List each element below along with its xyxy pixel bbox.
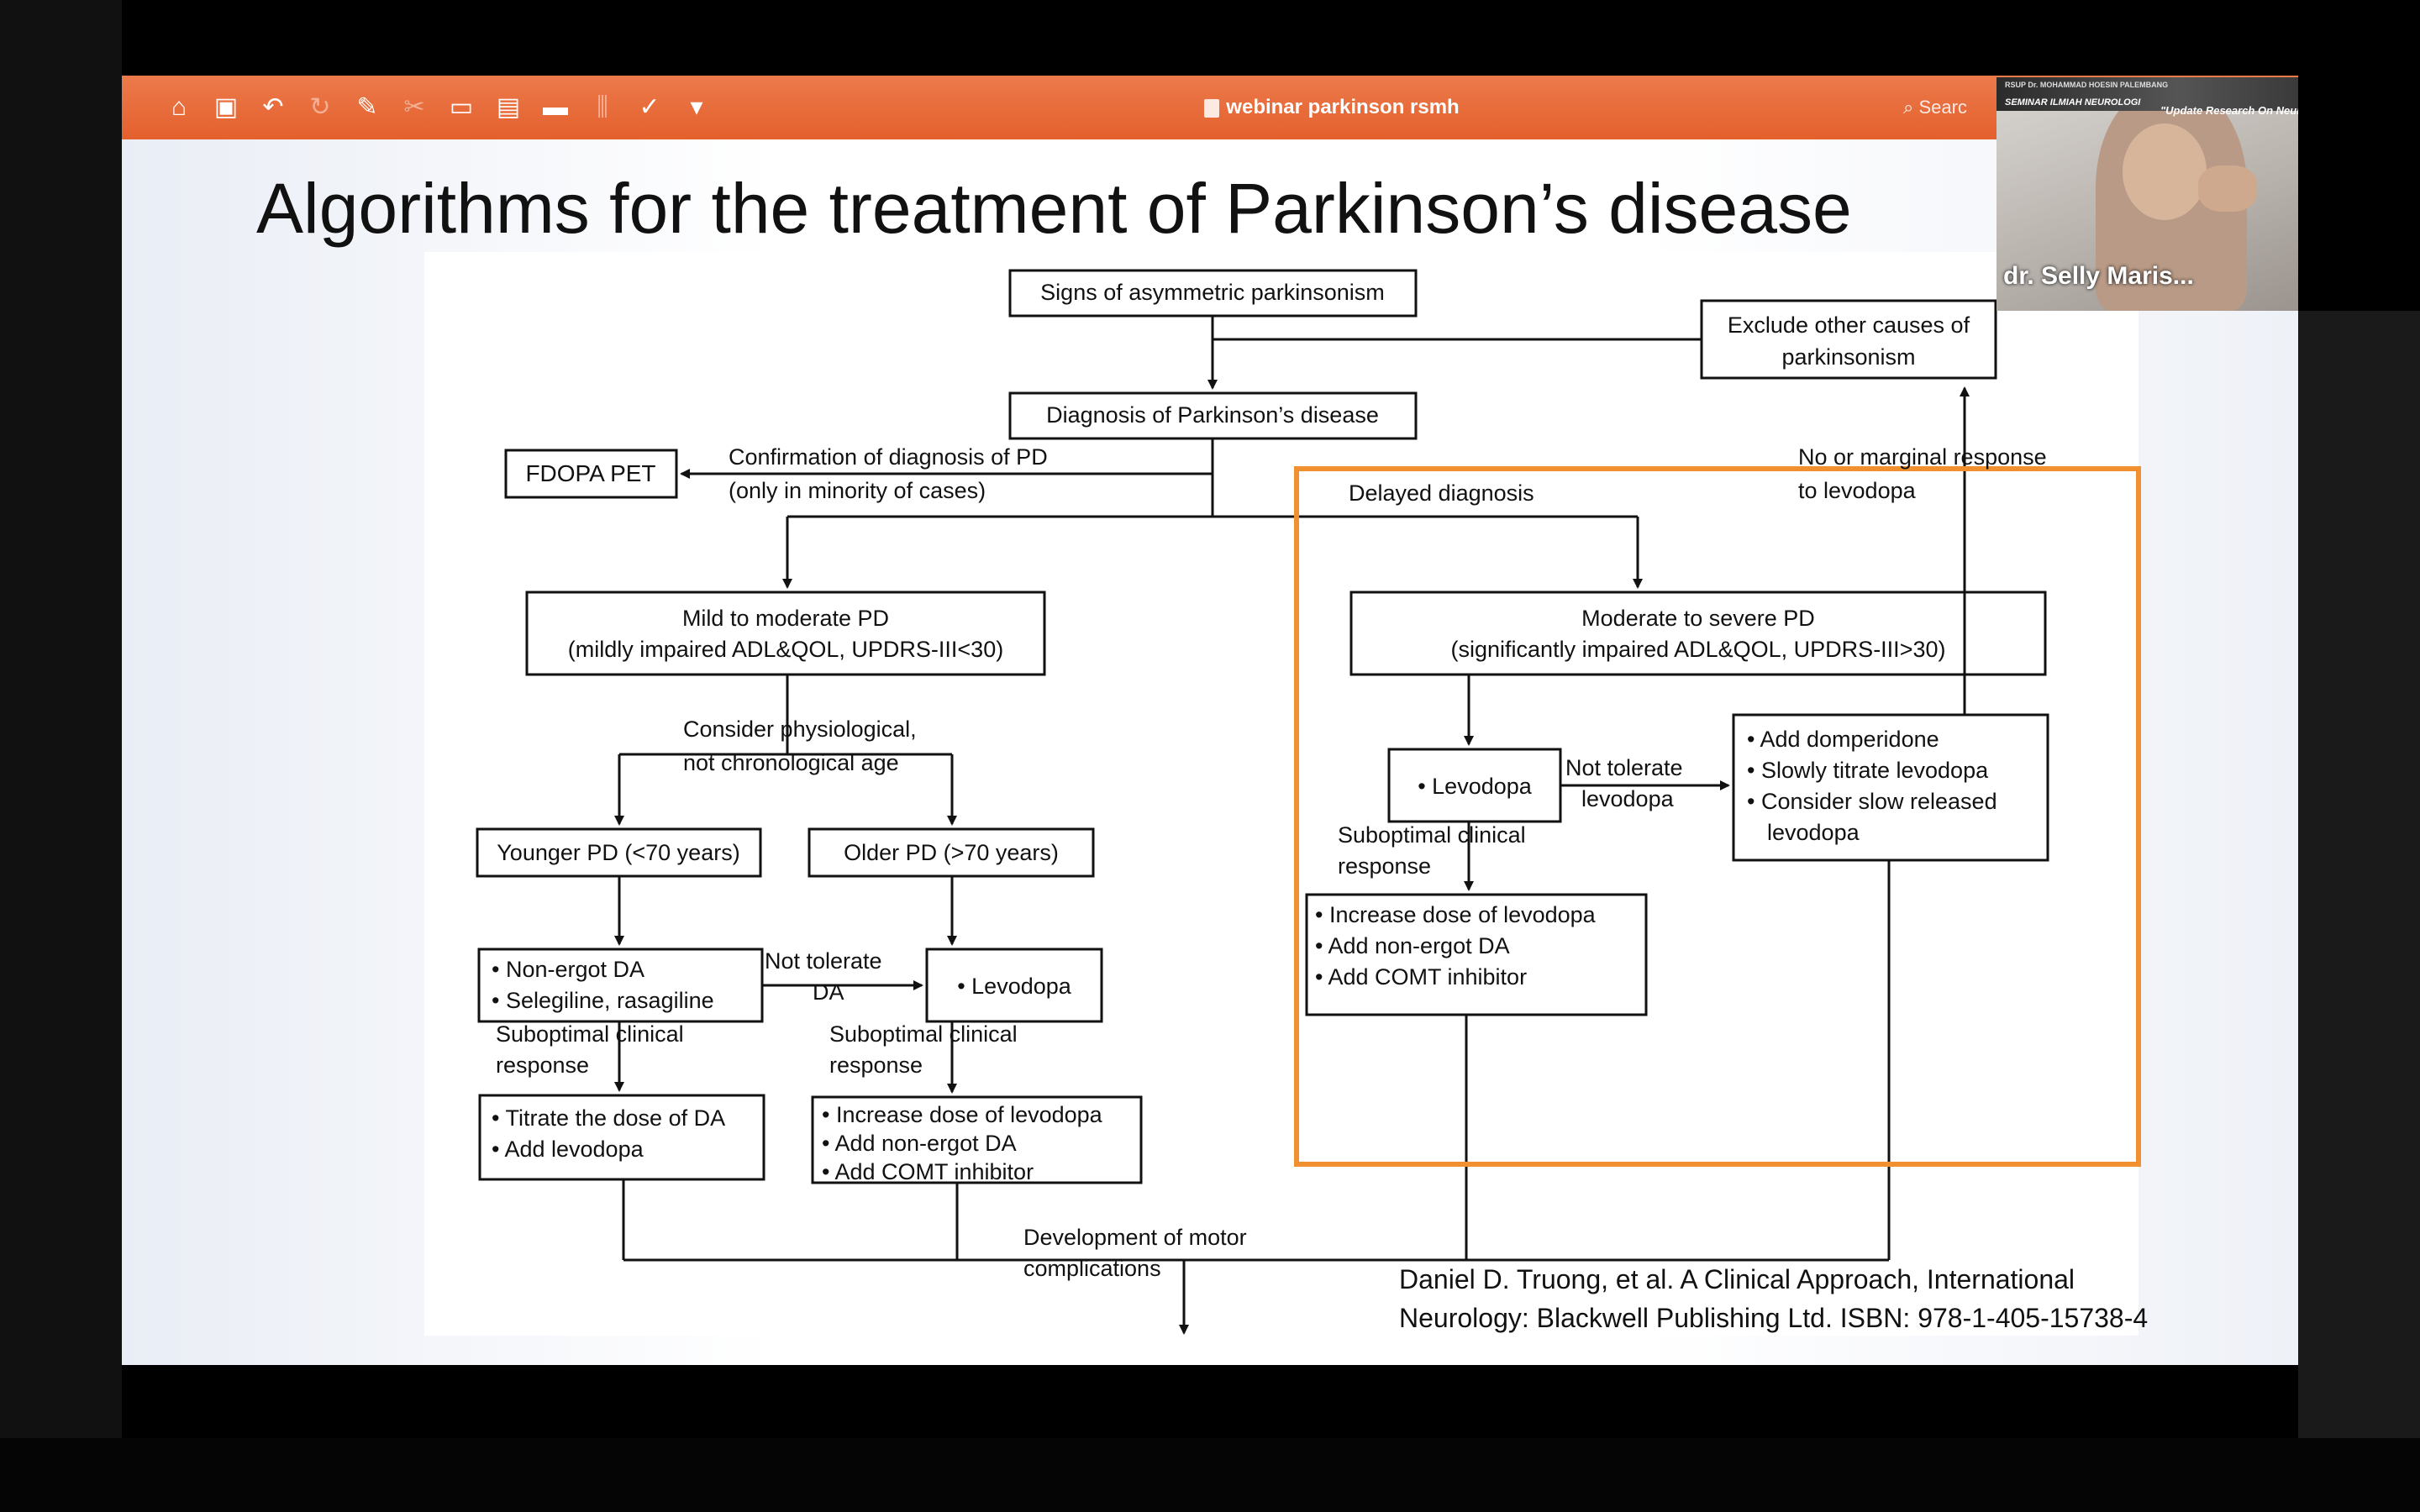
- cut-icon[interactable]: ✂: [403, 93, 425, 121]
- save-icon[interactable]: ▣: [213, 93, 239, 121]
- text-suboptimal-mid-1: Suboptimal clinical: [829, 1021, 1018, 1047]
- search-field[interactable]: ⌕ Searc: [1903, 97, 1967, 118]
- text-increase-right-3: • Add COMT inhibitor: [1315, 964, 1527, 990]
- text-consider-1: Consider physiological,: [683, 717, 917, 742]
- banner-line-1: RSUP Dr. MOHAMMAD HOESIN PALEMBANG: [2005, 81, 2169, 89]
- text-increase-left-2: • Add non-ergot DA: [822, 1131, 1017, 1156]
- shared-presentation-window: ⌂ ▣ ↶ ↻ ✎ ✂ ▭ ▤ ▬ ⫼ ✓ ▾ webinar parkinso…: [122, 76, 2298, 1365]
- box-mild: [525, 591, 1046, 676]
- text-suboptimal-left-1: Suboptimal clinical: [496, 1021, 684, 1047]
- zoom-watermark: zoom: [2070, 1326, 2298, 1365]
- document-title: webinar parkinson rsmh: [1080, 76, 1584, 139]
- text-not-tolerate-levo-1: Not tolerate: [1565, 755, 1683, 780]
- document-title-text: webinar parkinson rsmh: [1226, 96, 1460, 118]
- text-development-2: complications: [1023, 1256, 1161, 1281]
- text-suboptimal-right-1: Suboptimal clinical: [1338, 822, 1526, 848]
- edit-icon[interactable]: ✎: [356, 93, 378, 121]
- comment-icon[interactable]: ▬: [543, 93, 568, 121]
- box-levodopa-left: [925, 948, 1103, 1023]
- text-increase-left-3: • Add COMT inhibitor: [822, 1159, 1034, 1184]
- participant-name-label: dr. Selly Maris...: [2003, 262, 2194, 290]
- text-levodopa-left: • Levodopa: [957, 974, 1072, 999]
- text-confirmation-2: (only in minority of cases): [729, 478, 986, 503]
- text-increase-left-1: • Increase dose of levodopa: [822, 1102, 1103, 1127]
- box-levodopa-right: [1387, 748, 1562, 823]
- participant-video-tile[interactable]: RSUP Dr. MOHAMMAD HOESIN PALEMBANG SEMIN…: [1996, 77, 2298, 311]
- bottom-black-bar: [0, 1438, 2420, 1512]
- new-page-icon[interactable]: ▭: [449, 93, 474, 121]
- columns-icon[interactable]: ⫼: [597, 93, 608, 121]
- text-not-tolerate-da-2: DA: [813, 979, 844, 1005]
- box-exclude: [1700, 299, 1997, 380]
- text-levodopa-right: • Levodopa: [1418, 774, 1533, 799]
- text-nonergot-1: • Non-ergot DA: [492, 957, 644, 982]
- box-increase-right: [1305, 893, 1648, 1016]
- text-fdopa: FDOPA PET: [525, 460, 655, 486]
- left-black-margin: [0, 0, 122, 1512]
- virtual-background-banner: RSUP Dr. MOHAMMAD HOESIN PALEMBANG SEMIN…: [1996, 77, 2298, 111]
- text-suboptimal-left-2: response: [496, 1053, 589, 1078]
- text-domperidone-1: • Add domperidone: [1747, 727, 1939, 752]
- text-domperidone-2: • Slowly titrate levodopa: [1747, 758, 1989, 783]
- text-suboptimal-right-2: response: [1338, 853, 1431, 879]
- text-signs: Signs of asymmetric parkinsonism: [1040, 280, 1385, 305]
- box-younger: [476, 827, 762, 878]
- more-icon[interactable]: ▾: [690, 93, 703, 121]
- text-older: Older PD (>70 years): [844, 840, 1059, 865]
- banner-line-2: SEMINAR ILMIAH NEUROLOGI: [2005, 97, 2141, 108]
- text-development-1: Development of motor: [1023, 1225, 1247, 1250]
- box-diagnosis: [1008, 391, 1418, 440]
- box-moderate: [1349, 591, 2047, 676]
- text-suboptimal-mid-2: response: [829, 1053, 923, 1078]
- text-domperidone-4: levodopa: [1767, 820, 1860, 845]
- box-fdopa: [504, 449, 678, 499]
- search-placeholder: Searc: [1918, 97, 1967, 118]
- citation: Daniel D. Truong, et al. A Clinical Appr…: [1399, 1260, 2148, 1337]
- box-increase-left: [811, 1095, 1143, 1184]
- person-hand: [2198, 165, 2257, 212]
- slideshow-icon[interactable]: ▤: [496, 93, 521, 121]
- text-exclude-2: parkinsonism: [1781, 344, 1915, 370]
- text-no-response-1: No or marginal response: [1798, 444, 2047, 470]
- right-dark-margin: [2298, 311, 2420, 1512]
- home-icon[interactable]: ⌂: [171, 93, 187, 121]
- text-titrate-1: • Titrate the dose of DA: [492, 1105, 725, 1131]
- citation-line-2: Neurology: Blackwell Publishing Ltd. ISB…: [1399, 1303, 2149, 1333]
- text-increase-right-1: • Increase dose of levodopa: [1315, 902, 1597, 927]
- file-icon: [1204, 98, 1220, 118]
- text-diagnosis: Diagnosis of Parkinson’s disease: [1046, 402, 1379, 428]
- orange-highlight-frame: [1294, 466, 2141, 1167]
- text-moderate-2: (significantly impaired ADL&QOL, UPDRS-I…: [1451, 637, 1946, 662]
- slide-title: Algorithms for the treatment of Parkinso…: [256, 169, 1852, 248]
- text-increase-right-2: • Add non-ergot DA: [1315, 933, 1510, 958]
- text-titrate-2: • Add levodopa: [492, 1137, 644, 1162]
- text-nonergot-2: • Selegiline, rasagiline: [492, 988, 714, 1013]
- text-moderate-1: Moderate to severe PD: [1581, 606, 1815, 631]
- treatment-flowchart: Signs of asymmetric parkinsonism Exclude…: [476, 269, 2141, 1335]
- text-mild-1: Mild to moderate PD: [682, 606, 889, 631]
- box-titrate: [478, 1094, 765, 1181]
- text-not-tolerate-levo-2: levodopa: [1581, 786, 1675, 811]
- text-younger: Younger PD (<70 years): [497, 840, 739, 865]
- text-confirmation-1: Confirmation of diagnosis of PD: [729, 444, 1048, 470]
- text-not-tolerate-da-1: Not tolerate: [765, 948, 882, 974]
- text-delayed: Delayed diagnosis: [1349, 480, 1534, 506]
- office-toolbar: ⌂ ▣ ↶ ↻ ✎ ✂ ▭ ▤ ▬ ⫼ ✓ ▾ webinar parkinso…: [122, 76, 2298, 139]
- text-domperidone-3: • Consider slow released: [1747, 789, 1997, 814]
- redo-icon[interactable]: ↻: [309, 93, 331, 121]
- text-consider-2: not chronological age: [683, 750, 899, 775]
- undo-icon[interactable]: ↶: [262, 93, 284, 121]
- text-mild-2: (mildly impaired ADL&QOL, UPDRS-III<30): [568, 637, 1003, 662]
- text-no-response-2: to levodopa: [1798, 478, 1917, 503]
- spellcheck-icon[interactable]: ✓: [639, 93, 660, 121]
- person-face: [2123, 123, 2207, 220]
- citation-line-1: Daniel D. Truong, et al. A Clinical Appr…: [1399, 1264, 2075, 1294]
- banner-right-text: "Update Research On Neuroscience": [2160, 104, 2298, 117]
- text-exclude-1: Exclude other causes of: [1728, 312, 1970, 338]
- box-domperidone: [1732, 713, 2049, 862]
